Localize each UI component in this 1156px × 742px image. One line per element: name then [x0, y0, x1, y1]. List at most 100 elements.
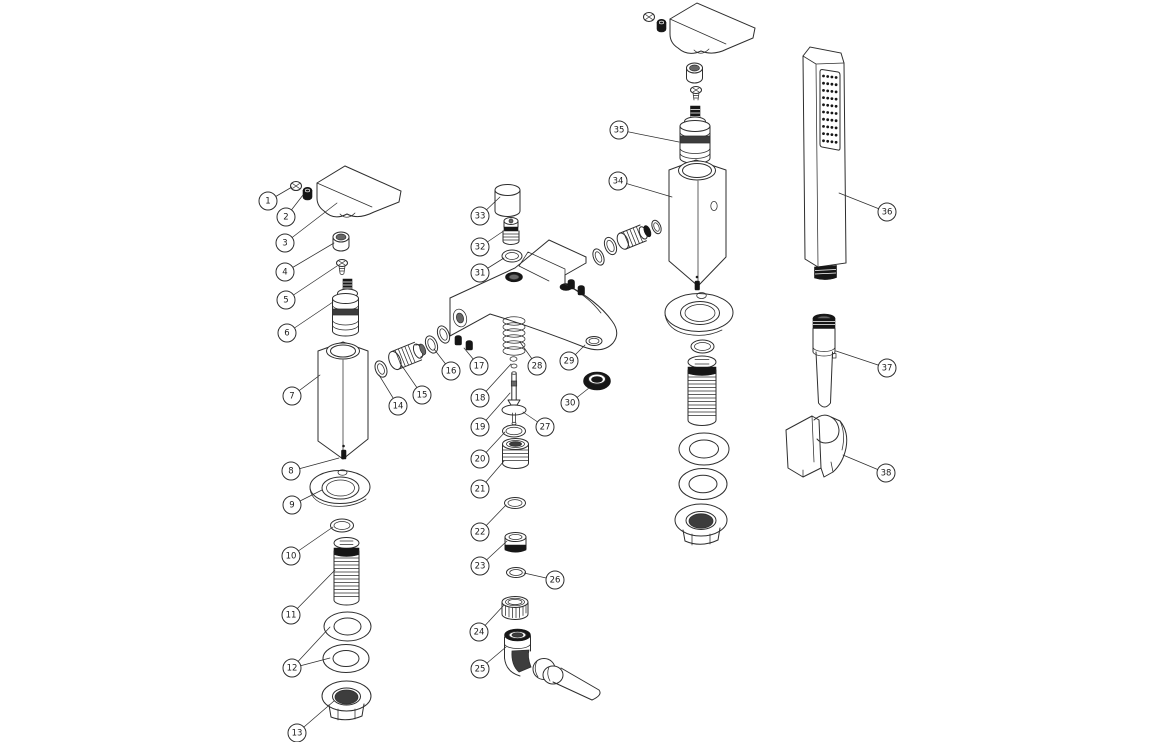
part-handset-bracket	[785, 414, 848, 478]
callout-balloon-14	[388, 396, 408, 416]
part-handle-collar-left	[332, 231, 350, 252]
spray-nozzle-dot	[826, 75, 830, 78]
callout-number-1: 1	[265, 197, 270, 207]
callout-number-20: 20	[475, 455, 486, 465]
callout-number-21: 21	[475, 485, 486, 495]
part-lever-handle-left	[316, 165, 402, 218]
part-outlet-insert	[504, 532, 527, 553]
callout-number-9: 9	[289, 501, 294, 511]
spray-nozzle-dot	[822, 81, 825, 85]
spray-nozzle-dot	[830, 90, 834, 93]
spray-nozzle-dot	[822, 139, 825, 143]
part-diverter-pull-knob	[502, 217, 520, 245]
part-handle-screw-right	[643, 12, 655, 22]
spray-nozzle-dot	[834, 104, 838, 108]
callout-number-11: 11	[286, 611, 297, 621]
part-fixing-stud-left	[333, 537, 360, 606]
callout-balloon-28	[527, 356, 547, 376]
callout-balloon-24	[469, 622, 489, 642]
part-fixing-washers-left	[322, 611, 372, 673]
spray-nozzle-dot	[834, 97, 838, 101]
callout-balloon-22	[470, 522, 490, 542]
spray-nozzle-dot	[830, 126, 834, 129]
part-base-flange-left	[309, 469, 371, 507]
callout-number-33: 33	[475, 212, 486, 222]
handset-spray-dots	[822, 74, 838, 144]
callout-number-34: 34	[613, 177, 624, 187]
part-screw-cover-nut-right	[656, 18, 667, 33]
part-valve-body-right	[668, 159, 727, 287]
callout-balloon-19	[470, 417, 490, 437]
spray-nozzle-dot	[830, 82, 834, 86]
part-diverter-spring	[502, 316, 526, 356]
part-grub-screws	[454, 279, 585, 351]
spray-nozzle-dot	[826, 96, 830, 100]
callout-leader-35	[618, 129, 680, 143]
part-outlet-nut	[501, 596, 529, 620]
callout-number-29: 29	[564, 357, 575, 367]
center-assembly	[374, 184, 662, 701]
callout-number-3: 3	[282, 239, 287, 249]
callout-balloon-1	[258, 191, 278, 211]
part-locating-pin-left	[341, 444, 347, 460]
callout-balloon-34	[608, 171, 628, 191]
callout-number-5: 5	[283, 296, 288, 306]
callout-number-4: 4	[282, 268, 287, 278]
part-shower-handset	[802, 46, 847, 280]
callout-balloon-36	[877, 202, 897, 222]
part-base-oring-right	[690, 339, 715, 354]
callout-balloon-37	[877, 358, 897, 378]
part-valve-body-left	[317, 341, 369, 460]
callout-number-13: 13	[292, 729, 303, 739]
left-tap-assembly	[290, 165, 402, 721]
part-outlet-oring-lower	[506, 567, 526, 578]
callout-leader-3	[284, 202, 338, 244]
part-inlet-connector-left	[388, 341, 427, 371]
callout-balloon-8	[281, 461, 301, 481]
part-inlet-oring-left	[374, 360, 388, 378]
callout-number-38: 38	[881, 469, 892, 479]
part-backnut-right	[674, 503, 728, 546]
spray-nozzle-dot	[834, 126, 838, 130]
callout-number-30: 30	[565, 399, 576, 409]
callout-number-17: 17	[474, 362, 485, 372]
callout-number-32: 32	[475, 243, 486, 253]
callout-number-2: 2	[283, 213, 288, 223]
callout-number-27: 27	[540, 423, 551, 433]
callout-balloon-7	[282, 386, 302, 406]
spray-nozzle-dot	[834, 90, 838, 94]
part-inlet-chain-right	[592, 219, 662, 266]
spray-nozzle-dot	[830, 75, 834, 79]
callout-balloon-23	[470, 556, 490, 576]
callout-balloon-11	[281, 605, 301, 625]
spray-nozzle-dot	[822, 125, 825, 128]
part-base-flange-right	[664, 292, 734, 336]
part-lever-handle-right	[669, 2, 756, 54]
spray-nozzle-dot	[826, 139, 830, 143]
part-handle-collar-right	[686, 62, 703, 84]
callout-balloon-26	[545, 570, 565, 590]
spray-nozzle-dot	[822, 96, 825, 99]
callout-balloon-4	[275, 262, 295, 282]
part-mixer-body-spout	[449, 239, 618, 351]
part-screw-cover-nut	[302, 187, 313, 201]
part-fixing-washers-right	[678, 432, 730, 500]
callout-number-12: 12	[287, 664, 298, 674]
callout-number-7: 7	[289, 392, 294, 402]
callout-balloon-15	[412, 385, 432, 405]
callout-number-37: 37	[882, 364, 893, 374]
part-ceramic-cartridge-left	[332, 278, 359, 337]
callout-balloon-2	[276, 207, 296, 227]
callout-balloon-30	[560, 393, 580, 413]
spray-nozzle-dot	[826, 82, 830, 86]
callout-number-28: 28	[532, 362, 543, 372]
callout-balloon-13	[287, 723, 307, 742]
spray-nozzle-dot	[822, 89, 825, 92]
callout-number-16: 16	[446, 367, 457, 377]
part-ceramic-cartridge-right	[679, 105, 711, 164]
callout-number-31: 31	[475, 269, 486, 279]
callout-balloon-16	[441, 361, 461, 381]
part-diverter-plate	[501, 404, 527, 426]
